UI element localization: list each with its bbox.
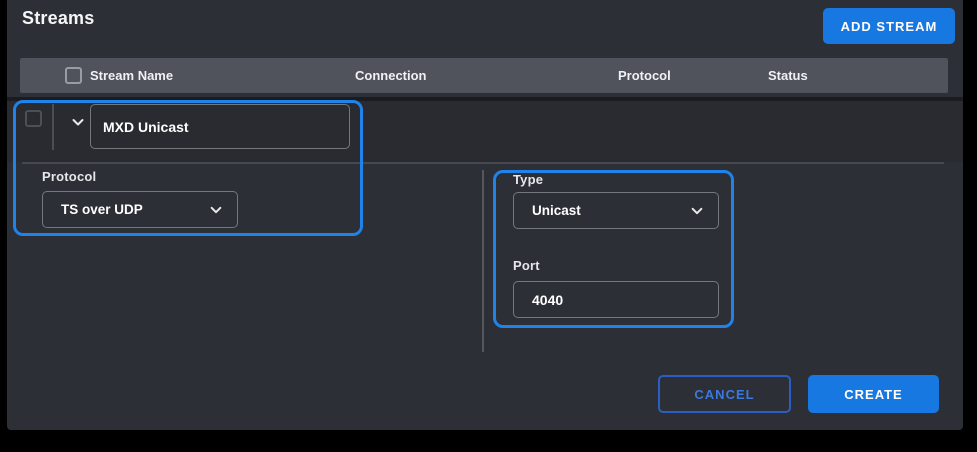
add-stream-button[interactable]: ADD STREAM xyxy=(823,8,955,44)
chevron-down-icon xyxy=(209,203,223,217)
page-title: Streams xyxy=(22,8,95,28)
form-column-divider xyxy=(482,170,484,352)
port-input[interactable] xyxy=(513,281,719,318)
protocol-select-value: TS over UDP xyxy=(61,202,143,217)
cancel-button[interactable]: CANCEL xyxy=(658,375,791,413)
select-all-checkbox[interactable] xyxy=(65,67,82,84)
row-checkbox-divider xyxy=(52,104,54,150)
type-select-value: Unicast xyxy=(532,203,581,218)
column-header-stream-name: Stream Name xyxy=(90,68,174,83)
column-header-protocol: Protocol xyxy=(618,68,671,83)
table-header-row: Stream Name Connection Protocol Status xyxy=(20,58,948,93)
protocol-select[interactable]: TS over UDP xyxy=(42,191,238,228)
row-collapse-button[interactable] xyxy=(66,110,90,134)
type-label: Type xyxy=(513,172,544,187)
column-header-status: Status xyxy=(768,68,808,83)
chevron-down-icon xyxy=(70,114,86,130)
port-label: Port xyxy=(513,258,540,273)
chevron-down-icon xyxy=(690,204,704,218)
row-select-checkbox[interactable] xyxy=(25,110,42,127)
streams-panel: Streams ADD STREAM Stream Name Connectio… xyxy=(7,0,963,430)
type-select[interactable]: Unicast xyxy=(513,192,719,229)
column-header-connection: Connection xyxy=(355,68,427,83)
stream-name-input[interactable] xyxy=(90,104,350,149)
row-expansion-divider xyxy=(22,162,944,164)
create-button[interactable]: CREATE xyxy=(808,375,939,413)
protocol-label: Protocol xyxy=(42,169,97,184)
